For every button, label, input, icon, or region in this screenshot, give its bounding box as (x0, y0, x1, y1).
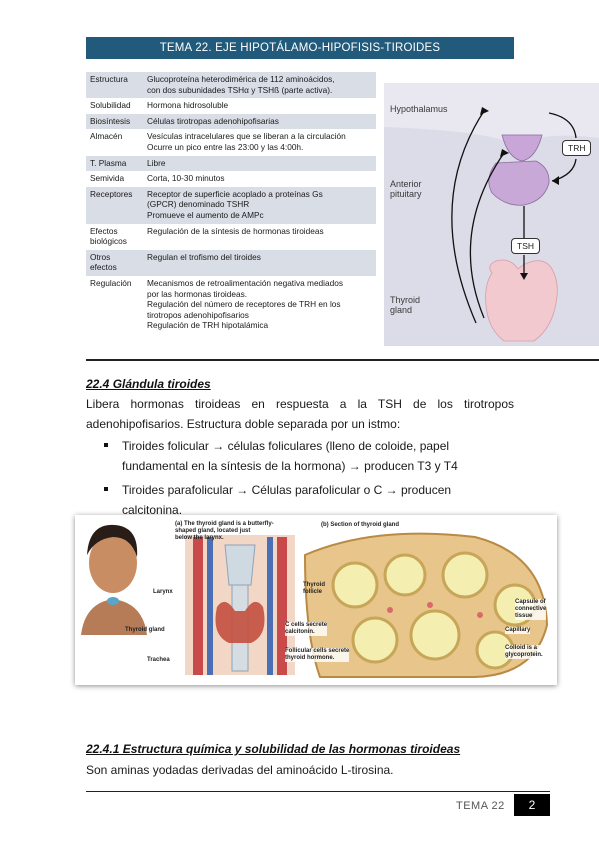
table-value-text: Corta, 10-30 minutos (147, 173, 225, 184)
table-value-cell: Receptor de superficie acoplado a proteí… (143, 186, 376, 224)
table-value-text: Receptor de superficie acoplado a proteí… (147, 188, 323, 199)
thyroid-label: Thyroid (390, 295, 421, 305)
table-key-cell: Almacén (86, 129, 143, 156)
fig-a-title: (a) The thyroid gland is a butterfly- sh… (175, 521, 274, 541)
table-key-cell: Solubilidad (86, 98, 143, 114)
hpt-diagram-svg (384, 83, 599, 342)
table-row: Receptores Receptor de superficie acoplad… (86, 186, 376, 224)
table-key-text: Almacén (90, 131, 123, 142)
capillary-label: Capillary (505, 627, 531, 634)
table-key-cell: T. Plasma (86, 155, 143, 172)
follicular-cells-label: Follicular cells secrete thyroid hormone… (285, 648, 350, 662)
hypothalamus-label: Hypothalamus (390, 104, 448, 114)
table-key-text: Biosíntesis (90, 115, 131, 126)
anterior-label: Anterior (390, 179, 422, 189)
table-value-text: Células tirotropas adenohipofisarias (147, 115, 279, 126)
table-value-text: Hormona hidrosoluble (147, 100, 229, 111)
table-key-text: Solubilidad (90, 100, 131, 111)
thyroid-shape (485, 259, 558, 342)
table-value-cell: Mecanismos de retroalimentación negativa… (143, 275, 376, 334)
table-value-text: Regulan el trofismo del tiroides (147, 251, 261, 262)
table-row: Solubilidad Hormona hidrosoluble (86, 98, 376, 114)
table-value-cell: Vesículas intracelulares que se liberan … (143, 129, 376, 156)
hpt-axis-diagram: Hypothalamus Anterior pituitary Thyroid … (384, 83, 599, 346)
table-row: Biosíntesis Células tirotropas adenohipof… (86, 113, 376, 130)
section-22-4-bullets: Tiroides folicular → células foliculares… (104, 436, 514, 520)
table-value-cell: Libre (143, 155, 376, 172)
thyroid-figure: (a) The thyroid gland is a butterfly- sh… (75, 515, 557, 685)
pituitary-shape (488, 160, 550, 206)
table-value-text: (GPCR) denominado TSHR (147, 199, 250, 210)
tsh-info-table: Estructura Glucoproteína heterodimérica d… (86, 72, 376, 334)
capsule-label: Capsule of connective tissue (515, 599, 547, 620)
table-value-text: Libre (147, 157, 166, 168)
list-item: Tiroides parafolicular → Células parafol… (104, 480, 514, 520)
table-row: Regulación Mecanismos de retroalimentació… (86, 275, 376, 334)
table-value-cell: Regulación de la síntesis de hormonas ti… (143, 223, 376, 250)
table-row: Estructura Glucoproteína heterodimérica d… (86, 72, 376, 99)
page-number: 2 (514, 794, 550, 816)
table-key-text: Otros (90, 251, 111, 262)
c-cells-label: C cells secrete calcitonin. (285, 622, 328, 636)
table-key-cell: Estructura (86, 72, 143, 99)
thyroid-figure-svg (81, 524, 549, 678)
footer-label: TEMA 22 (456, 800, 505, 812)
trachea-label: Trachea (147, 657, 170, 663)
table-value-text: tirotropos adenohipofisarios (147, 309, 249, 320)
section-22-4-1-paragraph: Son aminas yodadas derivadas del aminoác… (86, 763, 394, 777)
table-row: Semivida Corta, 10-30 minutos (86, 171, 376, 187)
table-key-cell: Biosíntesis (86, 113, 143, 130)
table-row: T. Plasma Libre (86, 155, 376, 172)
table-value-cell: Glucoproteína heterodimérica de 112 amin… (143, 72, 376, 99)
page-header: TEMA 22. EJE HIPOTÁLAMO-HIPOFISIS-TIROID… (86, 37, 514, 59)
table-key-cell: Receptores (86, 186, 143, 224)
table-key-cell: Regulación (86, 275, 143, 334)
table-value-text: Regulación de la síntesis de hormonas ti… (147, 225, 324, 236)
table-value-text: por las hormonas tiroideas. (147, 288, 248, 299)
table-value-cell: Hormona hidrosoluble (143, 98, 376, 114)
section-title-22-4-1: 22.4.1 Estructura química y solubilidad … (86, 742, 461, 756)
table-value-text: Regulación del número de receptores de T… (147, 299, 341, 310)
table-value-text: Mecanismos de retroalimentación negativa… (147, 277, 344, 288)
table-value-text: con dos subunidades TSHα y TSHß (parte a… (147, 84, 333, 95)
section-22-4-paragraph: Libera hormonas tiroideas en respuesta a… (86, 397, 514, 431)
table-key-text: Estructura (90, 74, 128, 84)
thyroid-gland-illustration (215, 601, 265, 643)
gland-label: gland (390, 305, 413, 315)
table-key-text: Regulación (90, 277, 132, 288)
table-value-text: Vesículas intracelulares que se liberan … (147, 131, 346, 142)
header-title: TEMA 22. EJE HIPOTÁLAMO-HIPOFISIS-TIROID… (159, 42, 441, 54)
table-value-text: Promueve el aumento de AMPc (147, 209, 264, 220)
section-divider (86, 359, 599, 361)
table-key-text: biológicos (90, 236, 127, 247)
pituitary-label: pituitary (390, 189, 422, 199)
list-item: Tiroides folicular → células foliculares… (104, 436, 514, 476)
trh-box: TRH (562, 140, 592, 156)
thyroid-follicle-label: Thyroid follicle (303, 582, 325, 595)
table-key-text: efectos (90, 262, 117, 273)
table-value-text: Regulación de TRH hipotalámica (147, 320, 269, 331)
thyroid-gland-label: Thyroid gland (125, 627, 165, 633)
table-key-text: Efectos (90, 225, 118, 236)
footer-rule (86, 791, 550, 793)
table-key-text: T. Plasma (90, 157, 127, 168)
table-value-cell: Corta, 10-30 minutos (143, 171, 376, 187)
table-row: Almacén Vesículas intracelulares que se l… (86, 129, 376, 156)
table-key-text: Semivida (90, 173, 125, 184)
table-value-text: Ocurre un pico entre las 23:00 y las 4:0… (147, 141, 304, 152)
larynx-label: Larynx (153, 589, 173, 595)
table-key-text: Receptores (90, 188, 133, 199)
table-value-cell: Regulan el trofismo del tiroides (143, 249, 376, 276)
table-value-cell: Células tirotropas adenohipofisarias (143, 113, 376, 130)
tsh-box: TSH (511, 238, 540, 254)
section-title-22-4: 22.4 Glándula tiroides (86, 377, 211, 391)
fig-b-title: (b) Section of thyroid gland (321, 522, 399, 528)
colloid-label: Colloid is a glycoprotein. (505, 645, 543, 659)
table-value-text: Glucoproteína heterodimérica de 112 amin… (147, 74, 335, 84)
table-key-cell: Semivida (86, 171, 143, 187)
